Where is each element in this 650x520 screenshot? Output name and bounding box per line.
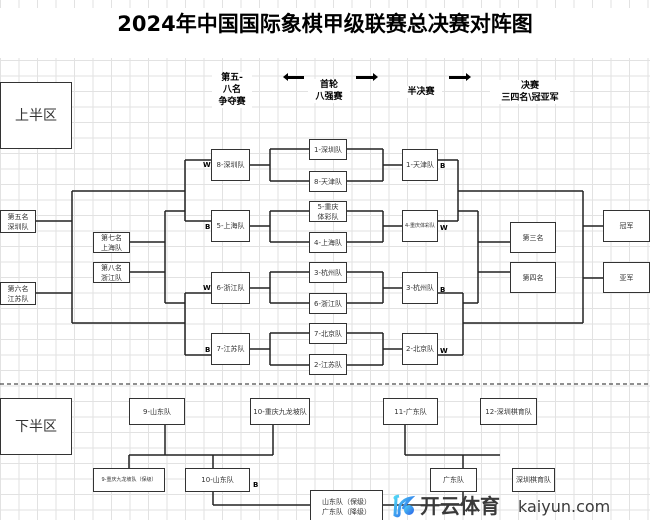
runner-up-box: 亚军 — [603, 262, 650, 293]
qf-loser-box: 6-浙江队 — [211, 272, 250, 304]
round1-box: 5-重庆体彩队 — [309, 201, 347, 222]
lower-team-box: 10-重庆九龙坡队 — [250, 398, 310, 425]
lower-result-box: 9-重庆九龙坡队（保级） — [93, 468, 165, 492]
black-mark: B — [440, 162, 446, 170]
arrow-right-icon — [356, 73, 378, 81]
round1-box: 7-北京队 — [309, 323, 347, 344]
watermark-logo: 开云体育 kaiyun.com — [392, 494, 642, 520]
third-place-box: 第三名 — [510, 222, 556, 253]
semifinal-box: 4-重庆体彩队 — [402, 210, 438, 242]
arrow-right-icon — [449, 73, 471, 81]
lower-half-label: 下半区 — [0, 398, 72, 455]
lower-team-box: 9-山东队 — [129, 398, 185, 425]
black-mark: B — [205, 346, 211, 354]
white-mark: W — [203, 161, 211, 169]
eighth-place-box: 第八名 浙江队 — [93, 262, 130, 283]
round1-box: 3-杭州队 — [309, 262, 347, 283]
lower-result-box: 10-山东队 — [185, 468, 250, 492]
fourth-place-box: 第四名 — [510, 262, 556, 293]
semifinal-box: 2-北京队 — [402, 333, 438, 365]
header-fifth-eighth: 第五- 八名 争夺赛 — [212, 72, 252, 108]
header-semi: 半决赛 — [400, 86, 442, 98]
arrow-left-icon — [283, 73, 304, 81]
kaiyun-logo-icon — [393, 494, 416, 518]
seventh-place-box: 第七名 上海队 — [93, 232, 130, 253]
champion-box: 冠军 — [603, 210, 650, 242]
round1-box: 4-上海队 — [309, 232, 347, 253]
white-mark: W — [203, 284, 211, 292]
lower-team-box: 12-深圳棋育队 — [480, 398, 537, 425]
watermark-brand: 开云体育 — [420, 494, 500, 518]
sixth-place-box: 第六名 江苏队 — [0, 282, 36, 305]
round1-box: 1-深圳队 — [309, 139, 347, 160]
semifinal-box: 3-杭州队 — [402, 272, 438, 304]
round1-box: 6-浙江队 — [309, 293, 347, 314]
page-title: 2024年中国国际象棋甲级联赛总决赛对阵图 — [0, 8, 650, 58]
lower-team-box: 11-广东队 — [383, 398, 438, 425]
lower-result-box: 广东队 — [430, 468, 477, 492]
white-mark: W — [440, 224, 448, 232]
semifinal-box: 1-天津队 — [402, 149, 438, 181]
white-mark: W — [440, 347, 448, 355]
qf-loser-box: 8-深圳队 — [211, 149, 250, 181]
round1-box: 8-天津队 — [309, 171, 347, 192]
header-round1: 首轮 八强赛 — [308, 79, 350, 103]
black-mark: B — [440, 286, 446, 294]
upper-half-label: 上半区 — [0, 82, 72, 149]
qf-loser-box: 7-江苏队 — [211, 333, 250, 365]
round1-box: 2-江苏队 — [309, 354, 347, 375]
header-final: 决赛 三四名\冠亚军 — [490, 80, 570, 104]
qf-loser-box: 5-上海队 — [211, 210, 250, 242]
lower-final-box: 山东队（保级） 广东队（降级） — [310, 490, 383, 520]
fifth-place-box: 第五名 深圳队 — [0, 210, 36, 233]
black-mark: B — [253, 481, 259, 489]
watermark-url: kaiyun.com — [518, 497, 611, 516]
black-mark: B — [205, 223, 211, 231]
lower-result-box: 深圳棋育队 — [512, 468, 555, 492]
